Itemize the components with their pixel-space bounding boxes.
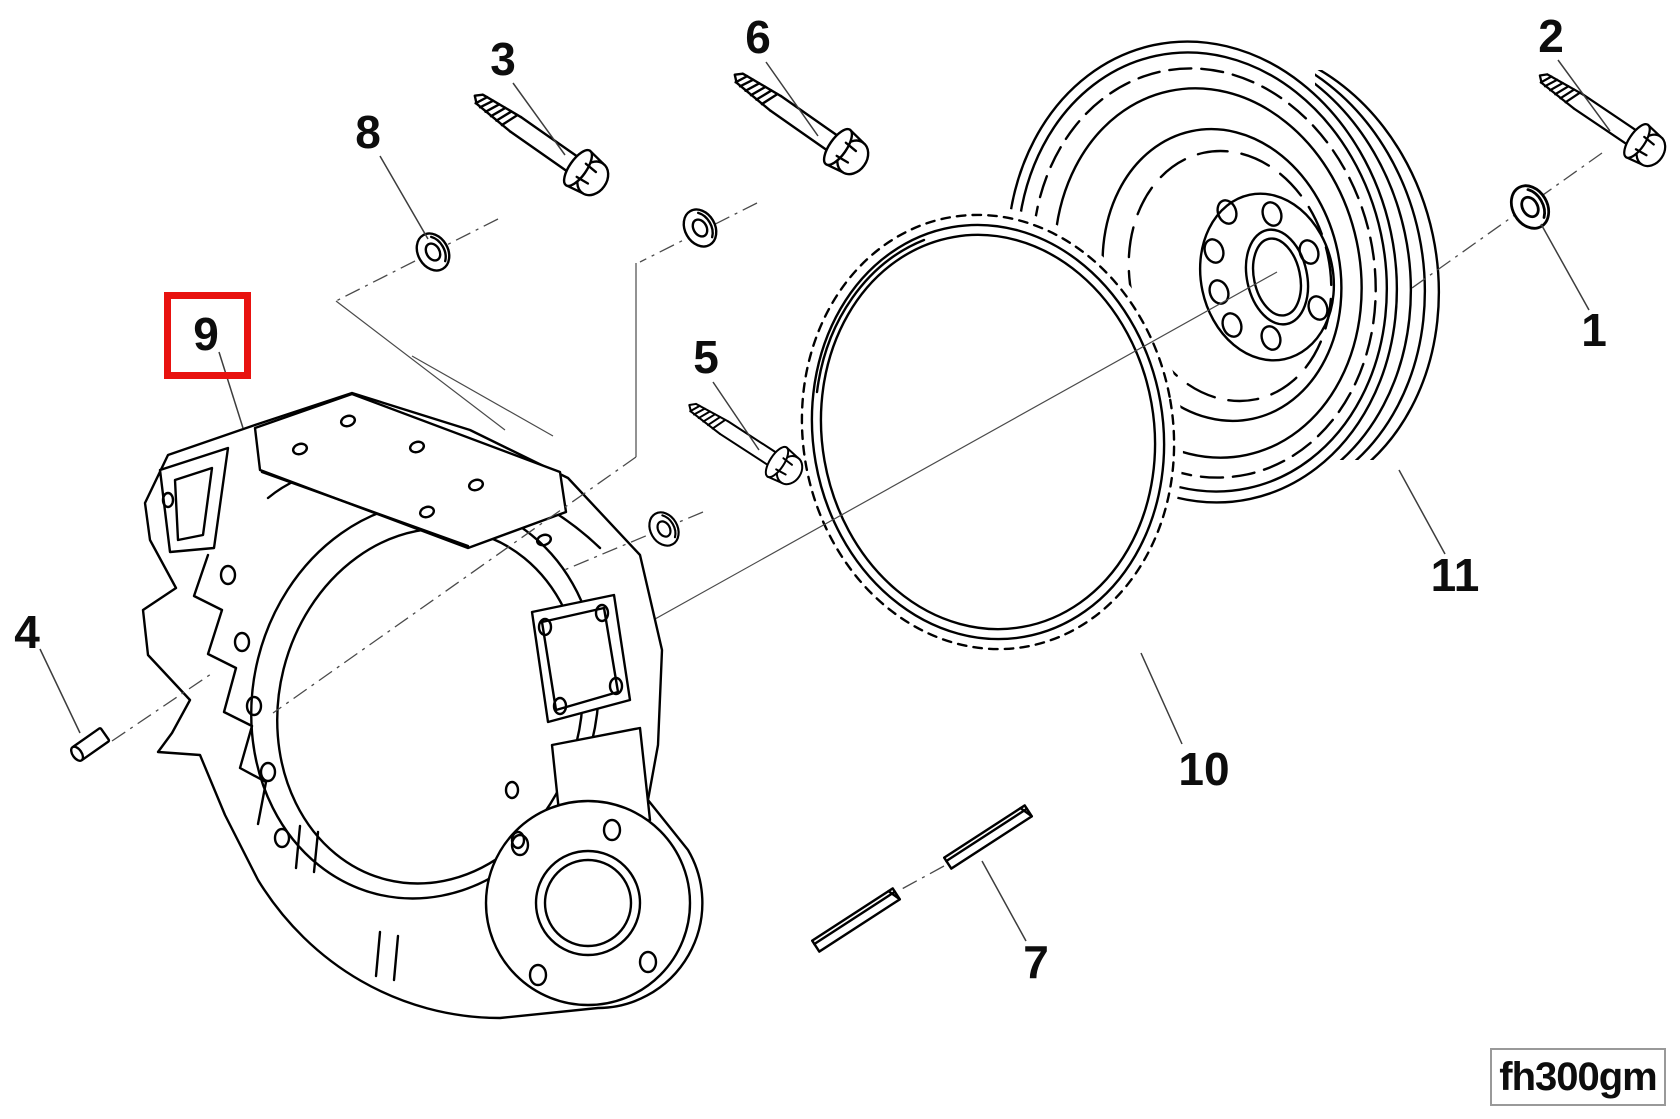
highlight-box-part-9	[164, 292, 251, 379]
callout-11[interactable]: 11	[1430, 549, 1480, 601]
callout-7[interactable]: 7	[1023, 936, 1049, 988]
key-7b	[811, 887, 901, 953]
key-7a	[943, 804, 1033, 870]
callout-8[interactable]: 8	[355, 106, 381, 158]
hex-bolt-3	[461, 77, 618, 205]
flywheel-drawing	[1005, 40, 1441, 504]
callout-4[interactable]: 4	[14, 606, 40, 658]
callout-10[interactable]: 10	[1178, 743, 1230, 795]
ring-gear-drawing	[792, 205, 1184, 659]
callout-1[interactable]: 1	[1581, 304, 1607, 356]
top-plate-holes	[291, 414, 553, 547]
callout-2[interactable]: 2	[1538, 10, 1564, 62]
flywheel-housing-drawing	[141, 391, 704, 1020]
leader-lines	[39, 59, 1611, 942]
dowel-pin-4	[67, 726, 111, 765]
washer-1	[1502, 177, 1558, 237]
callout-5[interactable]: 5	[693, 331, 719, 383]
left-flange-holes	[219, 564, 291, 849]
callout-9-highlighted[interactable]: 9	[193, 308, 219, 360]
hex-bolt-2	[1527, 58, 1674, 175]
diagram-code-box: fh300gm	[1490, 1048, 1666, 1106]
washer-6	[676, 202, 724, 254]
washer-8	[409, 226, 457, 278]
flywheel-bolt-holes	[1203, 199, 1329, 351]
hex-bolt-5	[678, 389, 810, 493]
callout-3[interactable]: 3	[490, 33, 516, 85]
hex-bolt-6	[721, 56, 878, 184]
washer-5	[642, 505, 686, 553]
assembly-centerline	[559, 271, 1278, 673]
callout-6[interactable]: 6	[745, 11, 771, 63]
